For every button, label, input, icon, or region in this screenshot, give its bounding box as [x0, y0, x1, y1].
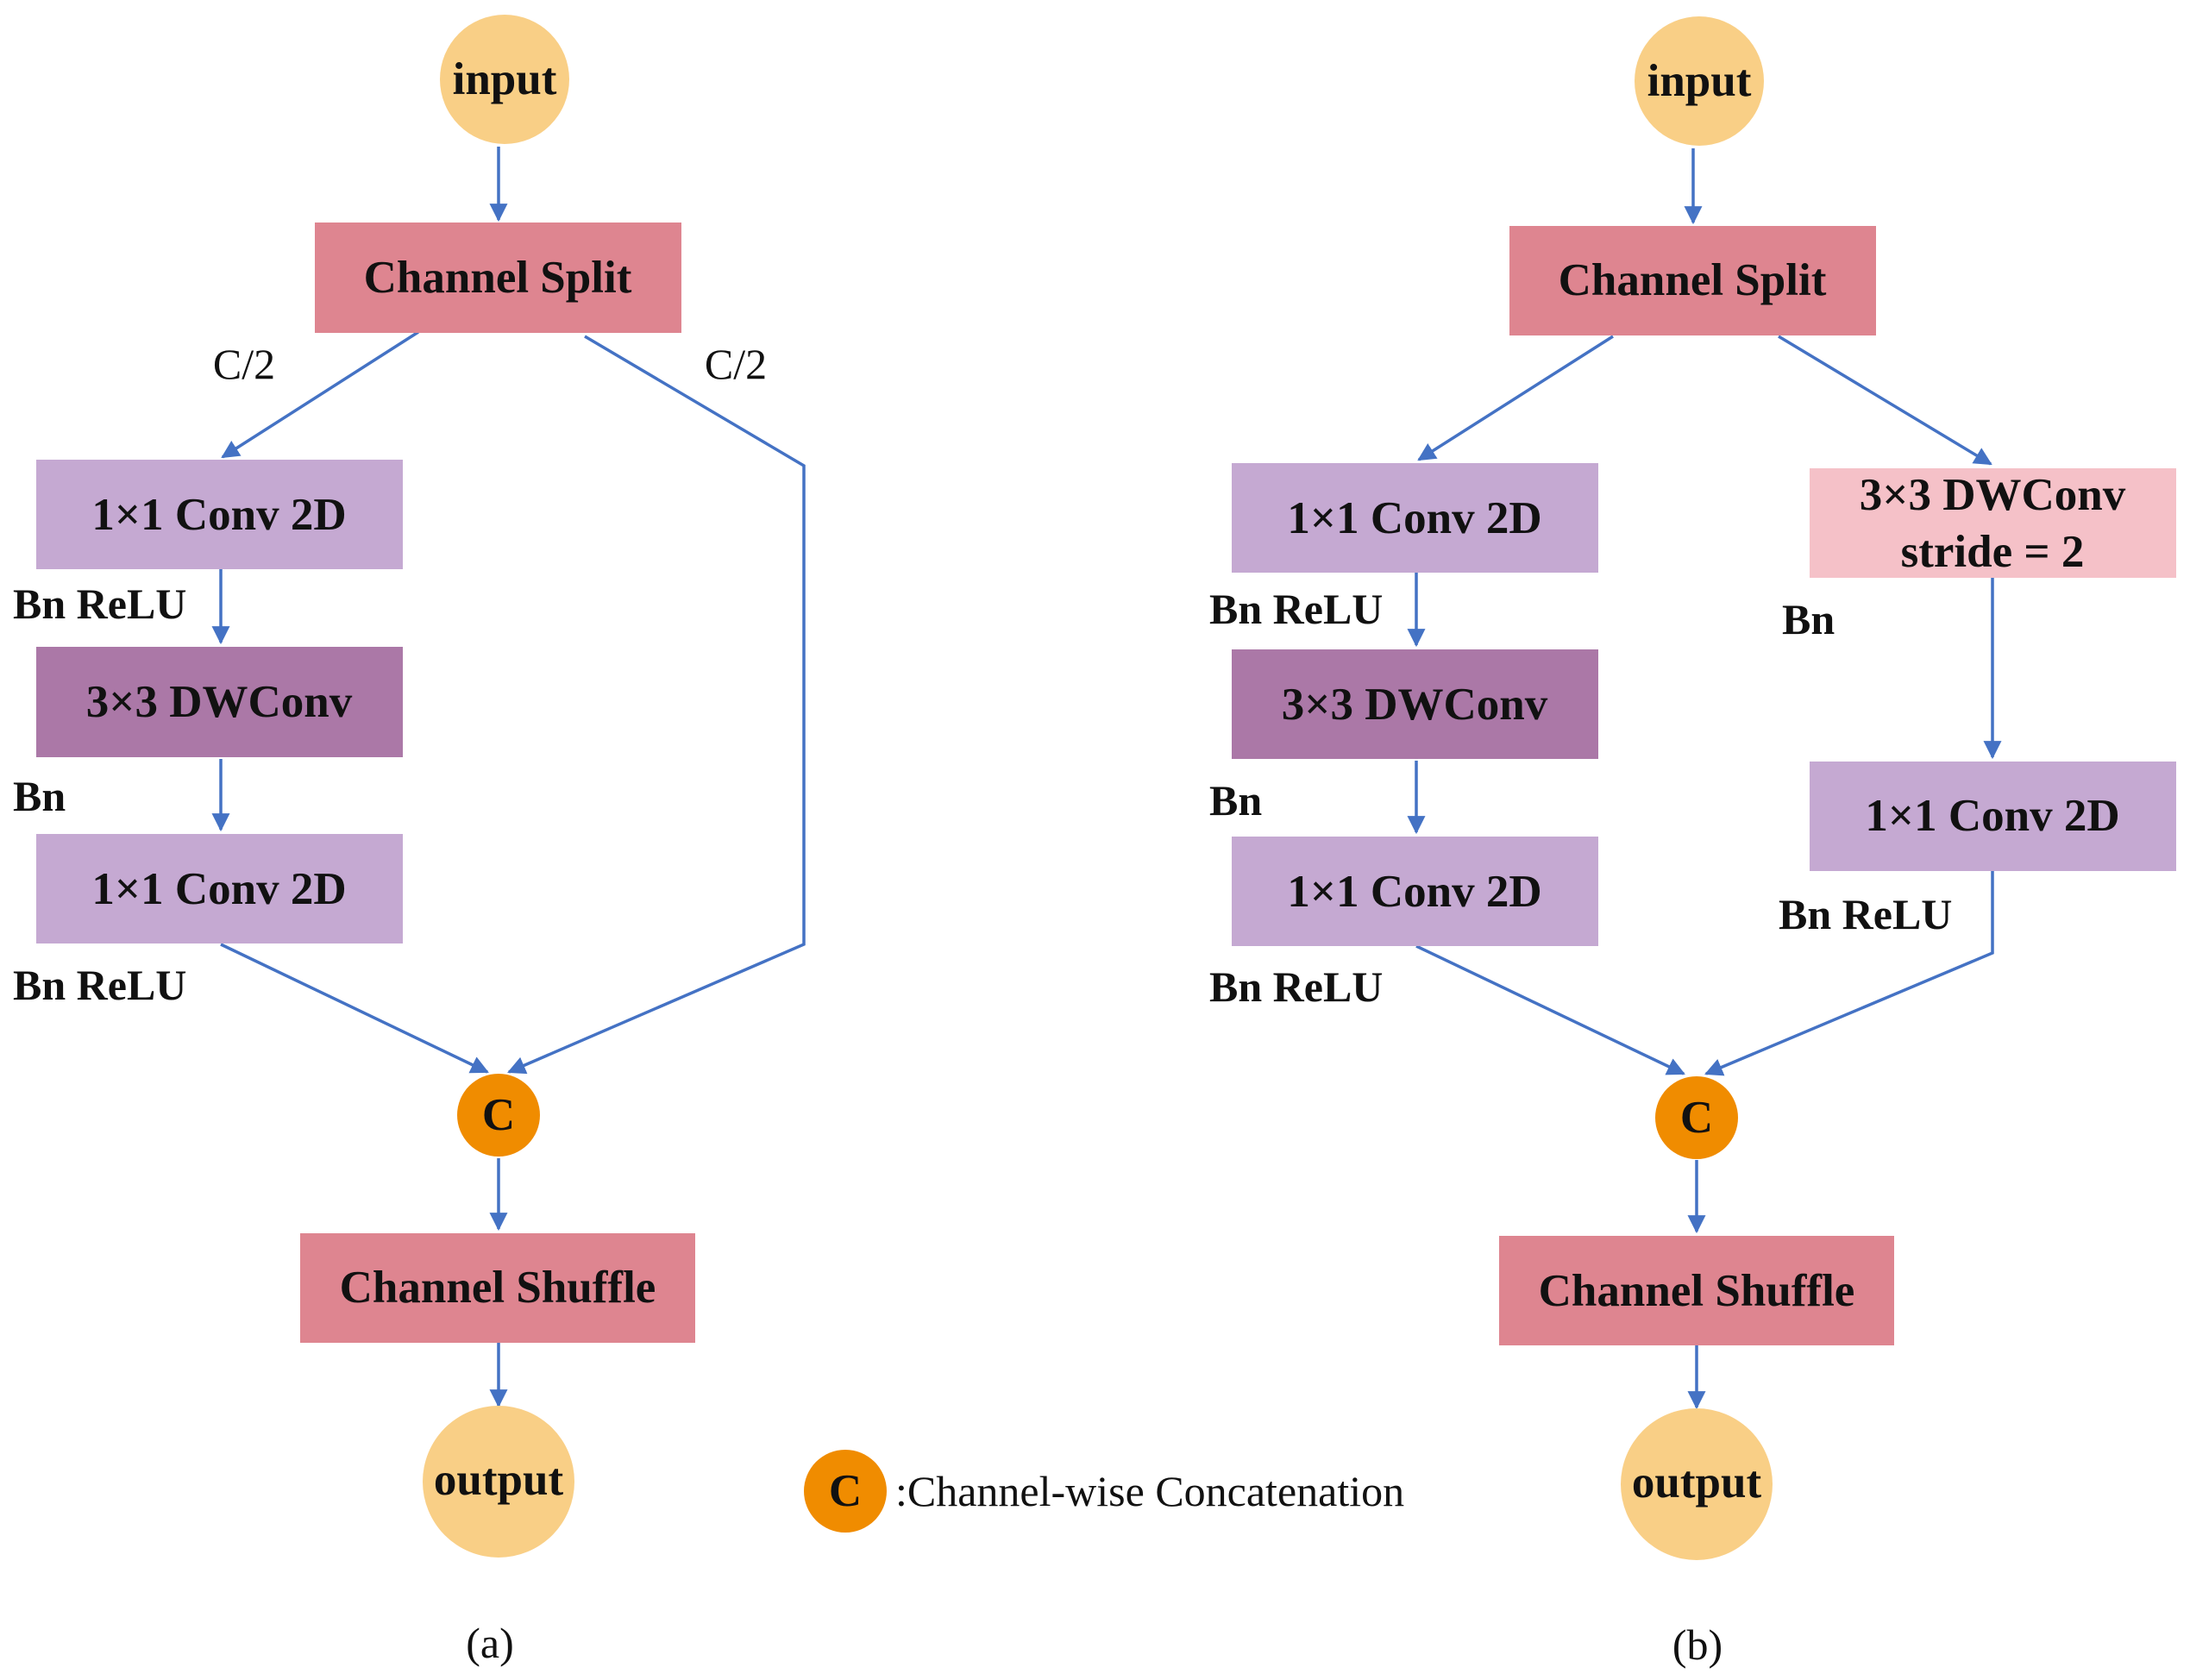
input-label-b: input [1647, 56, 1752, 106]
left-dwconv-box-b [1232, 649, 1598, 759]
edge-conv2-to-concat-a [220, 943, 489, 1074]
right-dwconv-annotation-b: Bn [1782, 595, 1835, 643]
diagram-b: input Channel Split 1×1 Conv 2D Bn ReLU … [1209, 16, 2176, 1669]
split-right-label-a: C/2 [705, 340, 767, 388]
legend-text: :Channel-wise Concatenation [895, 1467, 1404, 1515]
legend-symbol-label: C [829, 1466, 862, 1516]
left-conv1-annotation-b: Bn ReLU [1209, 585, 1383, 633]
edge-right-conv-to-concat-b [1704, 871, 1994, 1076]
output-label-a: output [434, 1455, 564, 1505]
channel-split-box-a [315, 223, 681, 333]
right-dwconv-stride-box-b [1810, 468, 2176, 578]
edge-left-conv2-to-concat-b [1415, 944, 1685, 1075]
diagram-a: input Channel Split C/2 C/2 1×1 Conv 2D … [13, 15, 806, 1667]
edge-split-to-right-dwconv-b [1778, 335, 1992, 466]
channel-shuffle-box-a [300, 1233, 695, 1343]
left-dwconv-annotation-b: Bn [1209, 776, 1262, 824]
conv2-label-a: 1×1 Conv 2D [91, 864, 346, 914]
dwconv-label-a: 3×3 DWConv [86, 677, 353, 727]
concat-label-b: C [1680, 1093, 1713, 1143]
concat-node-b [1655, 1076, 1738, 1159]
left-conv1-label-b: 1×1 Conv 2D [1287, 493, 1541, 543]
right-dwconv-label-line1-b: 3×3 DWConv [1860, 470, 2126, 520]
channel-split-box-b [1509, 226, 1876, 335]
input-node-b [1635, 16, 1764, 146]
edge-split-to-conv1-a [221, 330, 419, 459]
dwconv-annotation-a: Bn [13, 772, 66, 820]
legend-concat-symbol [804, 1450, 887, 1533]
concat-node-a [457, 1074, 540, 1157]
legend: C :Channel-wise Concatenation [804, 1450, 1404, 1533]
conv2-box-a [36, 834, 403, 943]
right-conv-box-b [1810, 762, 2176, 871]
left-conv1-box-b [1232, 463, 1598, 573]
input-label-a: input [453, 54, 557, 104]
edge-split-to-left-conv1-b [1417, 335, 1614, 461]
output-node-a [423, 1406, 574, 1558]
right-dwconv-label-line2-b: stride = 2 [1901, 527, 2085, 577]
output-label-b: output [1632, 1457, 1762, 1508]
caption-a: (a) [466, 1619, 514, 1667]
conv1-label-a: 1×1 Conv 2D [91, 490, 346, 540]
left-conv2-box-b [1232, 837, 1598, 946]
conv1-annotation-a: Bn ReLU [13, 580, 186, 628]
left-conv2-label-b: 1×1 Conv 2D [1287, 867, 1541, 917]
channel-shuffle-label-a: Channel Shuffle [340, 1263, 656, 1313]
left-dwconv-label-b: 3×3 DWConv [1282, 680, 1548, 730]
right-conv-annotation-b: Bn ReLU [1779, 890, 1952, 938]
channel-split-label-a: Channel Split [364, 253, 632, 303]
channel-shuffle-label-b: Channel Shuffle [1539, 1266, 1855, 1316]
left-conv2-annotation-b: Bn ReLU [1209, 962, 1383, 1011]
split-left-label-a: C/2 [213, 340, 275, 388]
conv2-annotation-a: Bn ReLU [13, 961, 186, 1009]
dwconv-box-a [36, 647, 403, 757]
conv1-box-a [36, 460, 403, 569]
channel-shuffle-box-b [1499, 1236, 1894, 1345]
caption-b: (b) [1672, 1620, 1723, 1669]
input-node-a [440, 15, 569, 144]
output-node-b [1621, 1408, 1773, 1560]
right-conv-label-b: 1×1 Conv 2D [1865, 791, 2119, 841]
concat-label-a: C [482, 1090, 515, 1140]
channel-split-label-b: Channel Split [1559, 255, 1827, 305]
edge-split-to-concat-right-a [507, 335, 806, 1075]
